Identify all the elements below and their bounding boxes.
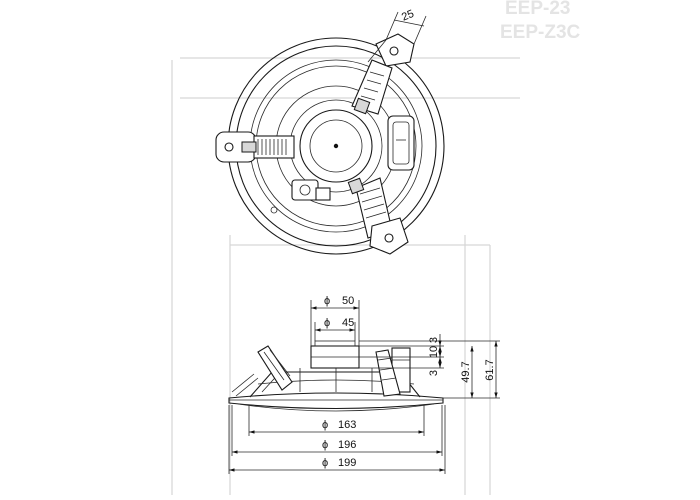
dim-cone-inner-label: 45	[342, 317, 354, 329]
lower-right-bracket	[347, 177, 409, 255]
dim-cutout-label: 196	[338, 439, 356, 451]
dim-cutout: ϕ 196	[231, 405, 443, 456]
dim-overall: ϕ 199	[228, 405, 446, 474]
grille-face	[237, 403, 435, 412]
ghost-text-2: EEP-Z3C	[500, 22, 581, 43]
dim-lower-gap-label: 3	[428, 370, 440, 376]
dim-cone-inner: ϕ 45	[314, 317, 356, 341]
bracket-width-label: 25	[400, 8, 416, 24]
mount-hole	[389, 46, 399, 56]
dim-cone-outer-label: 50	[342, 295, 354, 307]
lower-lugs	[270, 179, 331, 214]
phi-symbol: ϕ	[324, 295, 330, 307]
dim-grille-label: 163	[338, 419, 356, 431]
dust-cap	[309, 119, 363, 173]
top-view: 25	[215, 8, 445, 255]
magnet-ring	[299, 109, 373, 183]
bracket-width-dimension: 25	[385, 8, 427, 45]
ghost-text-1: EEP-23	[505, 0, 570, 19]
dim-overall-label: 199	[338, 457, 356, 469]
background-ghost: EEP-23 EEP-Z3C	[171, 0, 581, 495]
terminal-block	[387, 115, 415, 171]
left-bracket	[215, 131, 295, 163]
dim-total-label: 61.7	[484, 359, 496, 380]
dim-cone-outer: ϕ 50	[310, 295, 360, 346]
height-dimensions: 3 10 3 49.7 61.7	[359, 334, 500, 399]
phi-symbol: ϕ	[322, 419, 328, 431]
upper-right-bracket	[351, 33, 415, 115]
dim-depth-label: 49.7	[460, 361, 472, 382]
right-clamp	[375, 349, 401, 397]
mount-hole	[384, 233, 394, 243]
mount-hole	[224, 142, 234, 152]
dim-magnet-label: 10	[428, 346, 440, 358]
dim-top-gap-label: 3	[428, 337, 440, 343]
phi-symbol: ϕ	[324, 317, 330, 329]
phi-symbol: ϕ	[322, 439, 328, 451]
side-view: ϕ 50 ϕ 45 ϕ 163 ϕ 196	[228, 295, 500, 474]
phi-symbol: ϕ	[322, 457, 328, 469]
dim-grille: ϕ 163	[248, 405, 425, 436]
flange	[228, 392, 444, 410]
